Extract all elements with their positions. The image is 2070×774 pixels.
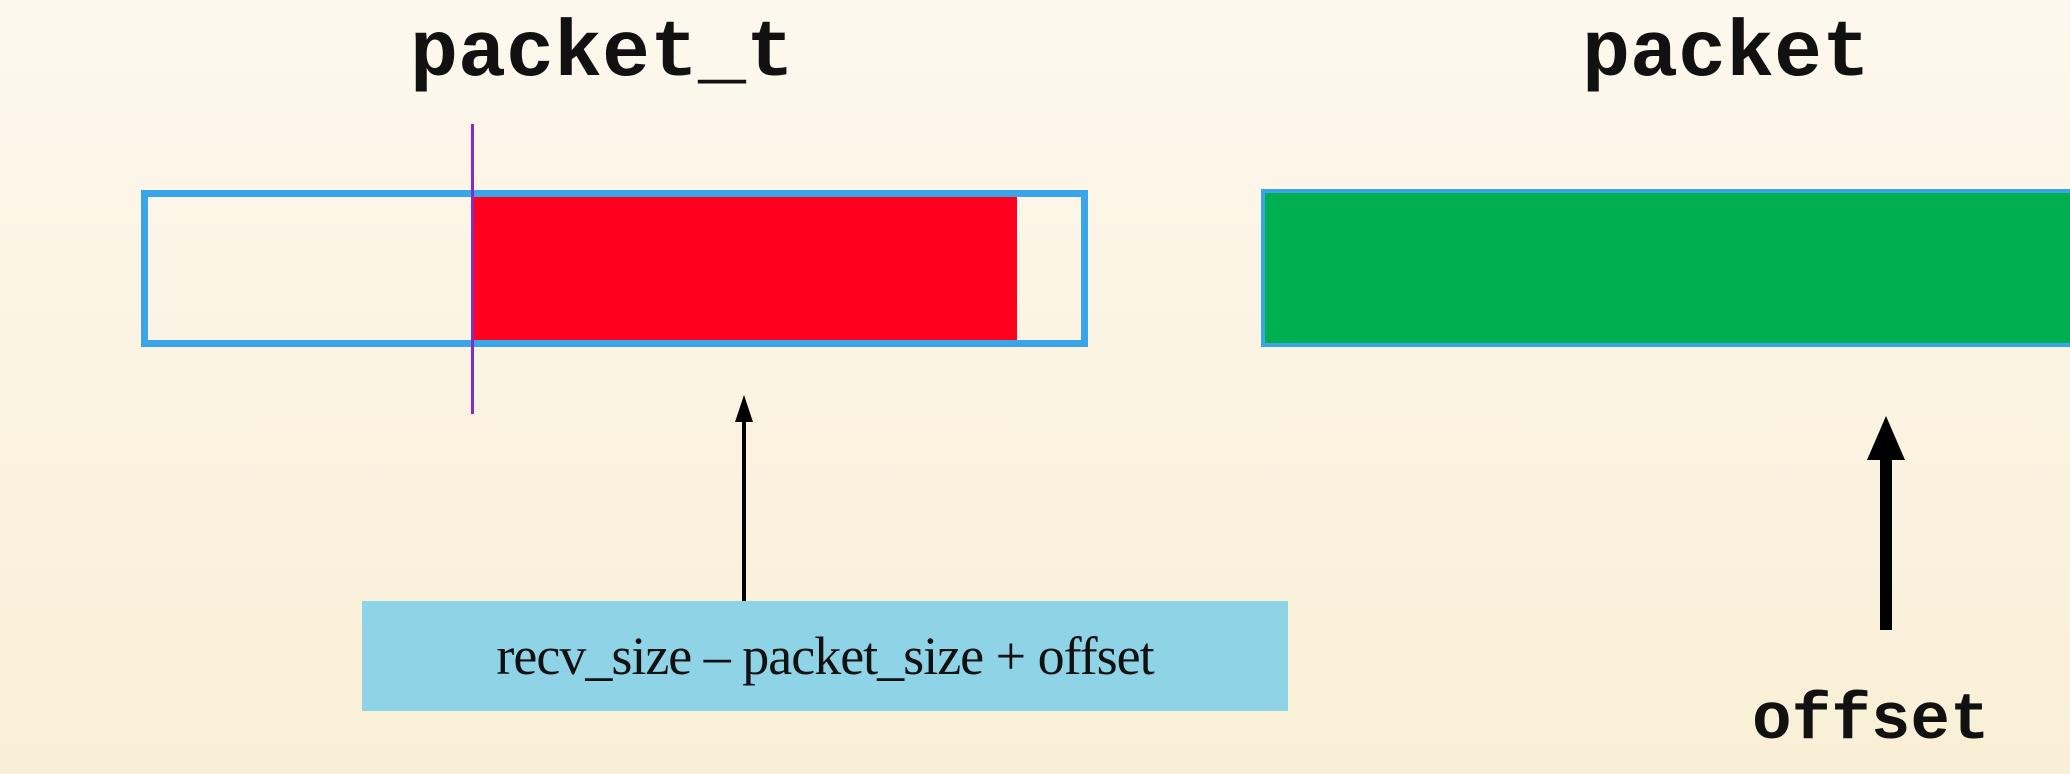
offset-marker-line (471, 124, 474, 414)
packet-t-buffer-outline (141, 190, 1088, 347)
formula-label-box: recv_size – packet_size + offset (362, 601, 1288, 711)
formula-arrow (735, 395, 753, 601)
packet-buffer (1261, 189, 2070, 347)
packet-title: packet (1582, 9, 1871, 100)
offset-label: offset (1752, 683, 1990, 758)
formula-label: recv_size – packet_size + offset (496, 626, 1154, 686)
packet-t-title: packet_t (410, 9, 795, 100)
offset-arrow (1867, 416, 1905, 630)
packet-t-payload-region (473, 197, 1017, 340)
